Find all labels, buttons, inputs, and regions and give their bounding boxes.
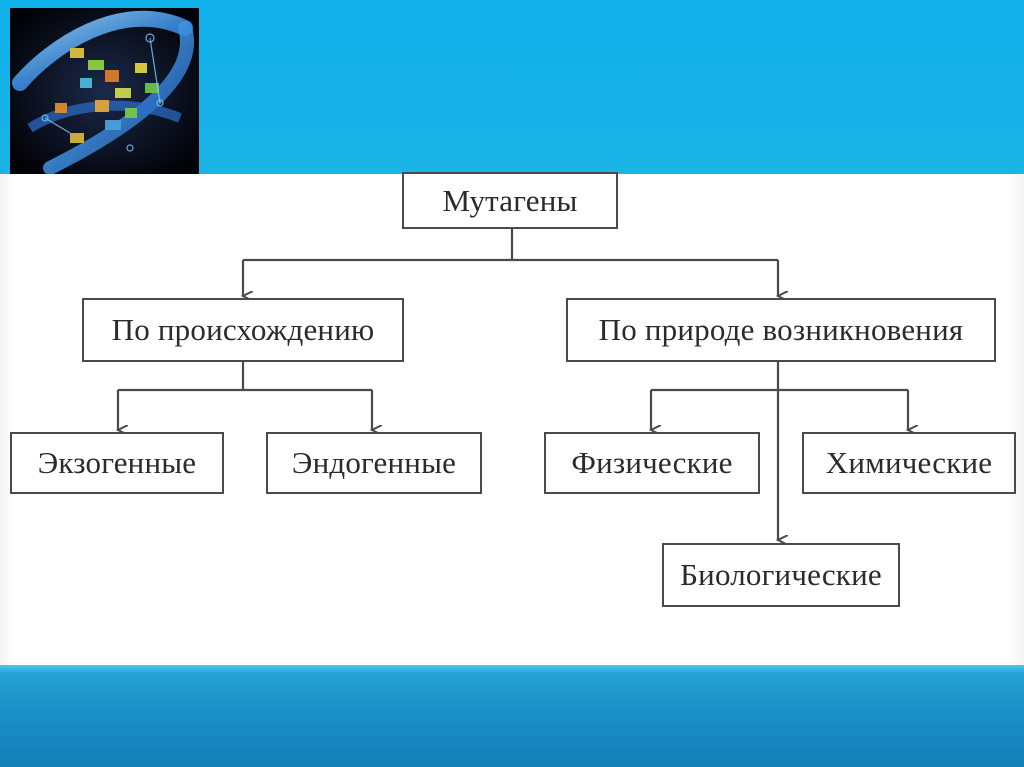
node-endogenous: Эндогенные xyxy=(266,432,482,494)
dna-helix-image xyxy=(10,8,199,174)
node-by-nature: По природе возникновения xyxy=(566,298,996,362)
footer-band xyxy=(0,665,1024,767)
node-biological: Биологические xyxy=(662,543,900,607)
node-root: Мутагены xyxy=(402,172,618,229)
node-exogenous: Экзогенные xyxy=(10,432,224,494)
node-by-origin: По происхождению xyxy=(82,298,404,362)
node-chemical: Химические xyxy=(802,432,1016,494)
dna-helix-icon xyxy=(10,8,199,174)
node-physical: Физические xyxy=(544,432,760,494)
